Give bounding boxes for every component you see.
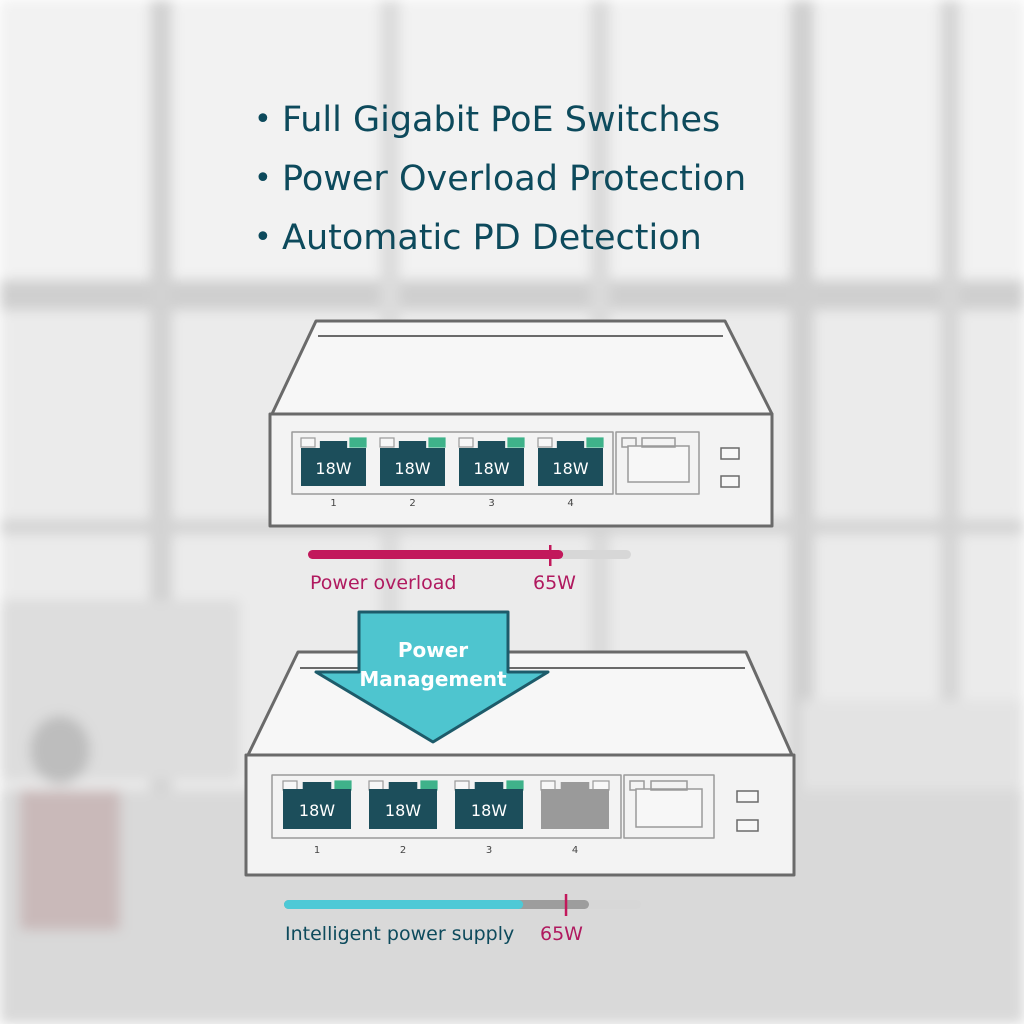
port-jack-tab — [388, 782, 418, 791]
bottom-port-4: 4 — [540, 780, 610, 856]
port-number: 4 — [572, 845, 578, 856]
port-power-label: 18W — [471, 801, 507, 820]
port-led-left — [282, 780, 298, 791]
bottom-port-1: 18W 1 — [282, 780, 352, 856]
top-port-2: 18W 2 — [379, 437, 446, 509]
supply-bar-fill — [284, 900, 524, 909]
feature-text: Power Overload Protection — [282, 158, 747, 199]
port-jack — [541, 789, 609, 829]
port-jack — [380, 448, 445, 486]
port-number: 1 — [314, 845, 320, 856]
power-management-line1: Power — [397, 638, 469, 662]
port-jack — [301, 448, 366, 486]
port-number: 3 — [488, 498, 494, 509]
port-jack-tab — [560, 782, 590, 791]
port-led-right — [334, 780, 352, 791]
port-led-left — [300, 437, 316, 448]
top-uplink-port — [621, 437, 690, 483]
top-switch-lid — [270, 319, 774, 416]
power-management-line2: Management — [359, 667, 507, 691]
feature-item: • Automatic PD Detection — [254, 208, 746, 267]
supply-limit-label: 65W — [540, 923, 583, 945]
overload-limit-label: 65W — [533, 572, 576, 594]
port-power-label: 18W — [299, 801, 335, 820]
port-number: 4 — [567, 498, 573, 509]
bullet-glyph: • — [254, 102, 272, 137]
port-jack — [455, 789, 523, 829]
port-jack-tab — [302, 782, 332, 791]
port-led-right — [506, 780, 524, 791]
port-jack — [459, 448, 524, 486]
overload-caption: Power overload — [310, 572, 457, 594]
port-number: 1 — [330, 498, 336, 509]
top-port-1: 18W 1 — [300, 437, 367, 509]
port-led-right — [428, 437, 446, 448]
bottom-port-2: 18W 2 — [368, 780, 438, 856]
bottom-uplink-port — [629, 780, 703, 828]
bottom-port-3: 18W 3 — [454, 780, 524, 856]
feature-list: • Full Gigabit PoE Switches • Power Over… — [254, 90, 746, 267]
port-jack-tab — [474, 782, 504, 791]
port-led-left — [458, 437, 474, 448]
port-number: 2 — [400, 845, 406, 856]
bullet-glyph: • — [254, 220, 272, 255]
port-jack-tab — [556, 441, 585, 450]
port-led-right — [420, 780, 438, 791]
port-jack — [283, 789, 351, 829]
power-management-arrow — [314, 610, 550, 744]
port-power-label: 18W — [473, 459, 509, 478]
top-port-4: 18W 4 — [537, 437, 604, 509]
port-led-left — [540, 780, 556, 791]
port-led-right — [586, 437, 604, 448]
power-management-label: Power Management — [358, 636, 508, 694]
port-jack-tab — [477, 441, 506, 450]
bottom-status-leds — [736, 790, 759, 832]
top-status-leds — [720, 447, 740, 488]
bullet-glyph: • — [254, 161, 272, 196]
port-power-label: 18W — [385, 801, 421, 820]
port-jack-tab — [398, 441, 427, 450]
power-overload-bar — [308, 545, 631, 566]
top-port-3: 18W 3 — [458, 437, 525, 509]
port-power-label: 18W — [315, 459, 351, 478]
feature-item: • Full Gigabit PoE Switches — [254, 90, 746, 149]
feature-text: Automatic PD Detection — [282, 217, 702, 258]
supply-caption: Intelligent power supply — [285, 923, 515, 945]
bottom-switch-ports: 18W 1 18W 2 18W 3 4 — [282, 780, 610, 856]
intelligent-supply-bar — [284, 894, 641, 916]
port-number: 3 — [486, 845, 492, 856]
port-led-left — [379, 437, 395, 448]
port-led-left — [537, 437, 553, 448]
port-jack — [369, 789, 437, 829]
port-power-label: 18W — [552, 459, 588, 478]
top-switch-ports: 18W 1 18W 2 18W 3 18W 4 — [300, 437, 604, 509]
top-switch — [268, 319, 774, 528]
port-power-label: 18W — [394, 459, 430, 478]
port-led-left — [368, 780, 384, 791]
feature-text: Full Gigabit PoE Switches — [282, 99, 721, 140]
port-jack — [538, 448, 603, 486]
port-jack-tab — [319, 441, 348, 450]
overload-bar-fill — [308, 550, 564, 559]
port-number: 2 — [409, 498, 415, 509]
port-led-right — [349, 437, 367, 448]
port-led-right — [507, 437, 525, 448]
port-led-right — [592, 780, 610, 791]
feature-item: • Power Overload Protection — [254, 149, 746, 208]
port-led-left — [454, 780, 470, 791]
